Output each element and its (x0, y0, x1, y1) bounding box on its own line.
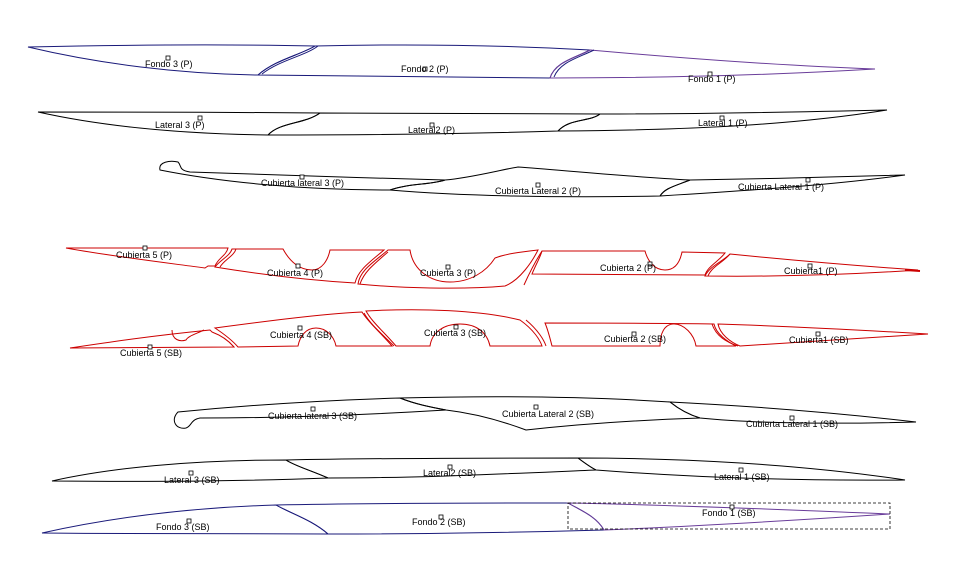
piece-label: Cubierta 3 (P) (420, 268, 476, 278)
piece-cubierta-5-sb[interactable] (69, 329, 236, 349)
piece-origin-marker (647, 261, 653, 267)
piece-origin-marker (535, 182, 541, 188)
piece-cubierta-4-sb[interactable] (213, 311, 394, 348)
piece-origin-marker (186, 518, 192, 524)
piece-origin-marker (299, 174, 305, 180)
piece-origin-marker (707, 71, 713, 77)
piece-label: Fondo 1 (SB) (702, 508, 756, 518)
piece-origin-marker (429, 122, 435, 128)
piece-label: Lateral2 (P) (408, 125, 455, 135)
piece-origin-marker (447, 464, 453, 470)
piece-origin-marker (453, 324, 459, 330)
piece-cubierta-lateral-2-sb[interactable] (399, 396, 701, 431)
piece-cubierta-2-p[interactable] (531, 250, 727, 276)
piece-label: Cubierta lateral 3 (SB) (268, 411, 357, 421)
piece-label: Cubierta1 (SB) (789, 335, 849, 345)
row-fondo-p (27, 44, 876, 79)
piece-label: Cubierta 5 (P) (116, 250, 172, 260)
piece-label: Fondo 1 (P) (688, 74, 736, 84)
piece-origin-marker (807, 263, 813, 269)
piece-label: Cubierta1 (P) (784, 266, 838, 276)
piece-label: Cubierta Lateral 1 (P) (738, 182, 824, 192)
piece-cubierta-1-sb[interactable] (717, 323, 929, 347)
piece-origin-marker (197, 115, 203, 121)
piece-origin-marker (297, 325, 303, 331)
piece-label: Cubierta 3 (SB) (424, 328, 486, 338)
piece-lateral-1-sb[interactable] (576, 457, 906, 481)
piece-cubierta-lateral-3-p[interactable] (159, 160, 446, 191)
piece-label: Fondo 2 (SB) (412, 517, 466, 527)
piece-label: Lateral 3 (SB) (164, 475, 220, 485)
piece-label: Cubierta 4 (P) (267, 268, 323, 278)
labels: Fondo 3 (P) Fondo 2 (P) Fondo 1 (P) Lateral… (116, 55, 849, 532)
row-cubierta-p (65, 247, 921, 289)
piece-cubierta-lateral-1-sb[interactable] (668, 401, 917, 424)
row-cubierta-sb (69, 309, 929, 349)
piece-label: Cubierta Lateral 2 (P) (495, 186, 581, 196)
piece-origin-marker (422, 66, 428, 72)
piece-origin-marker (789, 415, 795, 421)
piece-origin-marker (295, 263, 301, 269)
piece-cubierta-lateral-1-p[interactable] (659, 174, 906, 197)
piece-label: Fondo 2 (P) (401, 64, 449, 74)
piece-label: Fondo 3 (P) (145, 59, 193, 69)
selection-box (567, 502, 891, 530)
piece-fondo-1-p[interactable] (549, 49, 876, 79)
piece-origin-marker (533, 404, 539, 410)
piece-origin-marker (631, 331, 637, 337)
piece-origin-marker (310, 406, 316, 412)
piece-label: Lateral 1 (SB) (714, 472, 770, 482)
piece-label: Cubierta 2 (SB) (604, 334, 666, 344)
piece-label: Lateral 1 (P) (698, 118, 748, 128)
piece-cubierta-1-p[interactable] (704, 253, 919, 277)
piece-origin-marker (165, 55, 171, 61)
piece-origin-marker (805, 177, 811, 183)
piece-label: Lateral 3 (P) (155, 120, 205, 130)
piece-origin-marker (147, 344, 153, 350)
piece-label: Cubierta 2 (P) (600, 263, 656, 273)
row-lateral-sb (51, 457, 906, 482)
piece-label: Cubierta lateral 3 (P) (261, 178, 344, 188)
piece-lateral-1-p[interactable] (556, 109, 888, 132)
piece-cubierta-3-p[interactable] (357, 249, 539, 289)
piece-cubierta-3-sb[interactable] (365, 309, 543, 347)
piece-cubierta-lateral-3-sb[interactable] (173, 397, 447, 429)
piece-origin-marker (438, 514, 444, 520)
piece-origin-marker (719, 115, 725, 121)
piece-label: Fondo 3 (SB) (156, 522, 210, 532)
piece-cubierta-2-sb[interactable] (544, 322, 737, 347)
piece-origin-marker (815, 331, 821, 337)
piece-label: Cubierta Lateral 2 (SB) (502, 409, 594, 419)
piece-origin-marker (445, 264, 451, 270)
piece-origin-marker (738, 467, 744, 473)
row-cubierta-lateral-sb (173, 396, 917, 431)
piece-origin-marker (142, 245, 148, 251)
row-cubierta-lateral-p (159, 160, 906, 198)
piece-origin-marker (188, 470, 194, 476)
row-lateral-p (37, 109, 888, 136)
piece-origin-marker (729, 504, 735, 510)
piece-label: Cubierta 4 (SB) (270, 330, 332, 340)
piece-label: Cubierta 5 (SB) (120, 348, 182, 358)
piece-cubierta-5-p[interactable] (65, 247, 229, 269)
piece-label: Cubierta Lateral 1 (SB) (746, 419, 838, 429)
piece-label: Lateral2 (SB) (423, 468, 476, 478)
piece-fondo-1-sb[interactable] (566, 502, 891, 531)
piece-cubierta-4-p[interactable] (214, 248, 386, 284)
row-fondo-sb (41, 502, 891, 535)
